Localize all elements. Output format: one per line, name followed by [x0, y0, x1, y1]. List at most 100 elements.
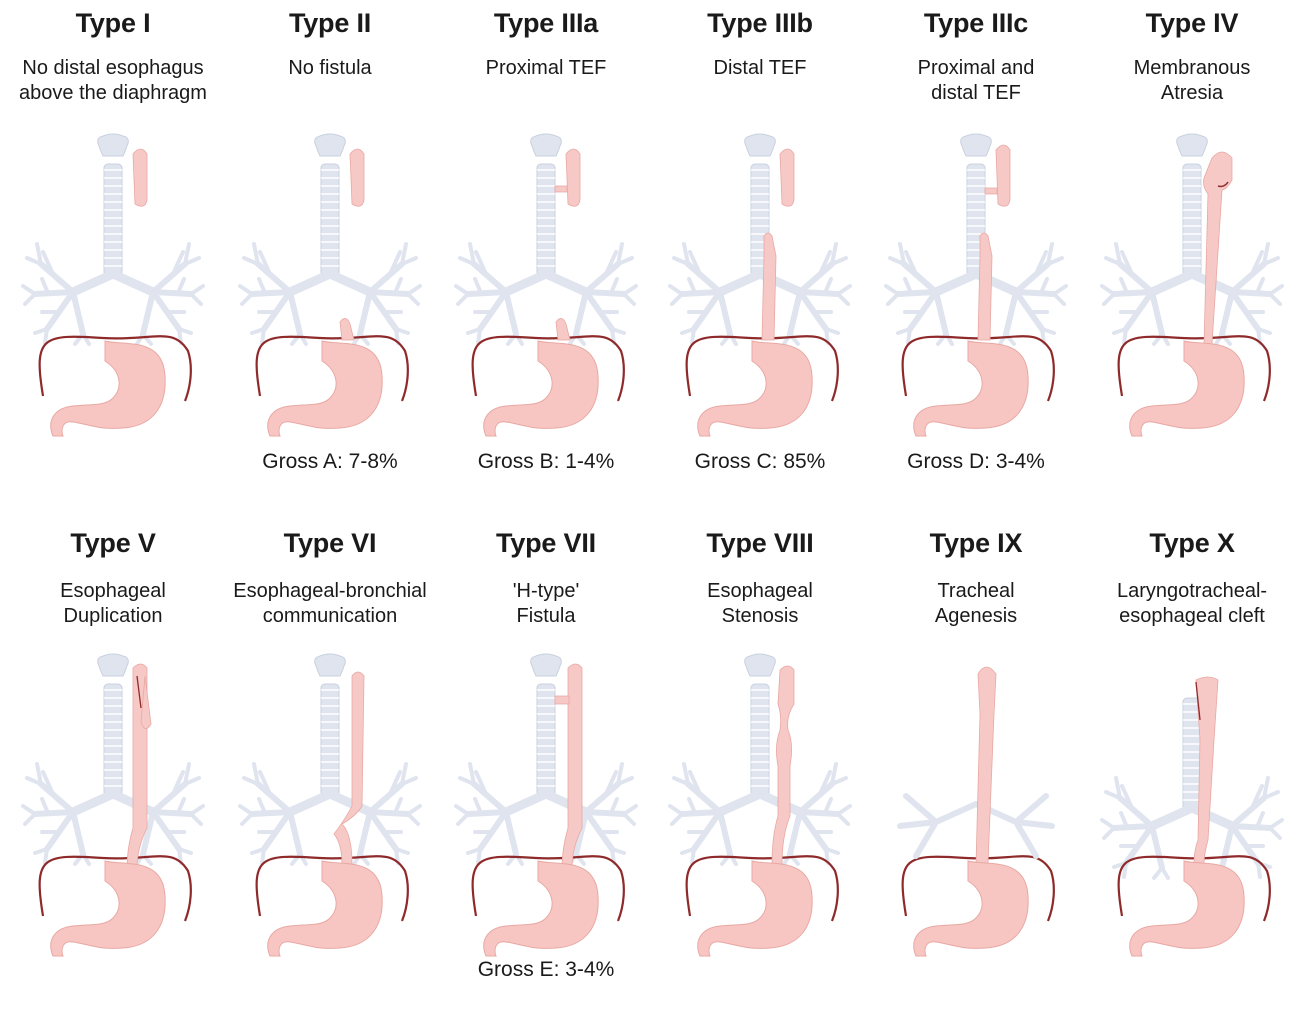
lobar-bronchi — [576, 784, 624, 854]
left-bronchial-tree — [240, 764, 330, 864]
right-bronchial-tree — [113, 244, 203, 344]
stomach-body — [484, 341, 598, 436]
lobar-bronchi — [682, 784, 730, 854]
trachea-bronchi — [240, 654, 420, 864]
subtitle-line: Atresia — [1074, 81, 1301, 106]
esophagus — [976, 667, 996, 864]
panel-subtitle: Distal TEF — [642, 56, 878, 81]
gross-classification-label: Gross E: 3-4% — [438, 958, 654, 982]
main-bronchus — [73, 794, 113, 812]
proximal-esophageal-pouch — [133, 149, 147, 206]
trachea-bronchi — [456, 654, 636, 864]
gross-classification-label: Gross B: 1-4% — [438, 450, 654, 474]
panel-subtitle: EsophagealDuplication — [0, 579, 231, 629]
left-bronchial-tree — [670, 764, 760, 864]
panel-title: Type X — [1084, 528, 1300, 559]
panel-title: Type IX — [868, 528, 1084, 559]
distal-esophageal-stub — [340, 318, 354, 340]
left-bronchial-tree — [240, 244, 330, 344]
stomach-body — [914, 861, 1028, 956]
panel-subtitle: 'H-type'Fistula — [428, 579, 664, 629]
panel-title: Type II — [222, 8, 438, 39]
trachea — [751, 684, 769, 796]
panel-title: Type VIII — [652, 528, 868, 559]
trachea-bronchi — [456, 134, 636, 344]
trachea — [537, 684, 555, 796]
left-bronchial-tree — [1102, 778, 1192, 878]
lobar-bronchi — [143, 264, 191, 334]
main-bronchus — [506, 794, 546, 812]
gross-classification-label: Gross D: 3-4% — [868, 450, 1084, 474]
panel-type-iiia: Type IIIaProximal TEFGross B: 1-4% — [438, 8, 654, 498]
subtitle-line: Laryngotracheal- — [1074, 579, 1301, 604]
main-bronchus — [330, 274, 370, 292]
subtitle-line: communication — [212, 604, 448, 629]
trachea-bronchi — [670, 134, 850, 344]
lobar-bronchi — [252, 784, 300, 854]
stomach — [51, 861, 165, 956]
stomach-body — [698, 341, 812, 436]
right-bronchial-tree — [113, 764, 203, 864]
stomach — [1130, 861, 1244, 956]
main-bronchus — [1152, 274, 1192, 292]
panel-subtitle: No fistula — [212, 56, 448, 81]
subtitle-line: Esophageal — [642, 579, 878, 604]
main-bronchus — [290, 794, 330, 812]
stomach — [268, 341, 382, 436]
trachea — [321, 684, 339, 796]
trachea-bronchi — [670, 654, 850, 864]
panel-type-viii: Type VIIIEsophagealStenosis — [652, 528, 868, 1018]
left-bronchial-tree — [1102, 244, 1192, 344]
lobar-bronchi — [1114, 264, 1162, 334]
lobar-bronchi — [790, 784, 838, 854]
stomach-body — [268, 341, 382, 436]
subtitle-line: Stenosis — [642, 604, 878, 629]
stomach-body — [51, 861, 165, 956]
anatomy-illustration — [1084, 136, 1300, 436]
stomach — [914, 341, 1028, 436]
lobar-bronchi — [35, 264, 83, 334]
panel-title: Type VI — [222, 528, 438, 559]
subtitle-line: Agenesis — [858, 604, 1094, 629]
left-bronchial-tree — [23, 764, 113, 864]
panel-type-iiib: Type IIIbDistal TEFGross C: 85% — [652, 8, 868, 498]
lobar-bronchi — [898, 264, 946, 334]
panel-subtitle: Laryngotracheal-esophageal cleft — [1074, 579, 1301, 629]
anatomy-illustration — [438, 656, 654, 956]
left-bronchial-tree — [456, 244, 546, 344]
main-bronchus — [113, 274, 153, 292]
panel-subtitle: TrachealAgenesis — [858, 579, 1094, 629]
distal-esophageal-stub — [556, 318, 570, 340]
larynx — [98, 134, 129, 156]
anatomy-illustration — [652, 136, 868, 436]
proximal-esophageal-pouch — [996, 145, 1010, 206]
lobar-bronchi — [143, 784, 191, 854]
left-bronchial-tree — [23, 244, 113, 344]
main-bronchus — [290, 274, 330, 292]
bronchial-branch — [900, 796, 976, 856]
larynx — [531, 134, 562, 156]
stomach — [268, 861, 382, 956]
left-bronchial-tree — [670, 244, 760, 344]
subtitle-line: Proximal TEF — [428, 56, 664, 81]
lobar-bronchi — [468, 264, 516, 334]
stomach — [698, 861, 812, 956]
larynx — [745, 134, 776, 156]
main-bronchus — [1152, 808, 1192, 826]
larynx — [315, 654, 346, 676]
larynx — [98, 654, 129, 676]
gross-classification-label: Gross A: 7-8% — [222, 450, 438, 474]
main-bronchus — [73, 274, 113, 292]
trachea-bronchi — [240, 134, 420, 344]
subtitle-line: distal TEF — [858, 81, 1094, 106]
lobar-bronchi — [360, 264, 408, 334]
larynx — [531, 654, 562, 676]
stomach — [484, 341, 598, 436]
h-type-fistula — [555, 696, 569, 704]
subtitle-line: Proximal and — [858, 56, 1094, 81]
panel-subtitle: MembranousAtresia — [1074, 56, 1301, 106]
